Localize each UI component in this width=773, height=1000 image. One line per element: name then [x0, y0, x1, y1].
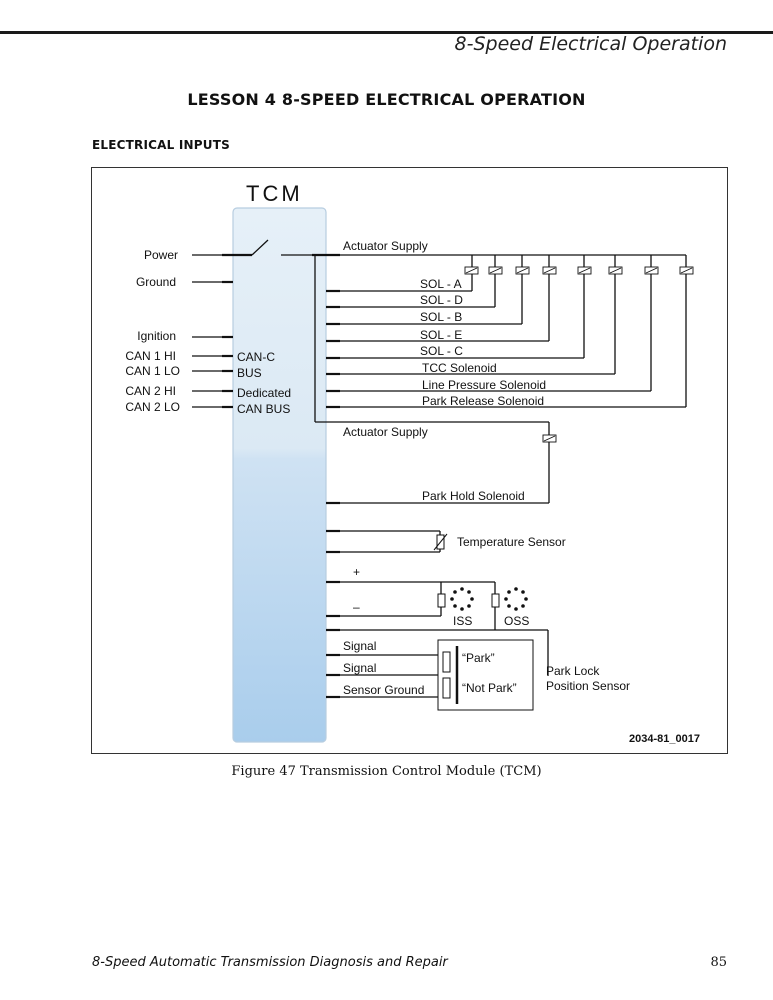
can1-lo-label: CAN 1 LO: [125, 364, 180, 378]
sol-e-label: SOL - E: [420, 328, 462, 342]
solenoid-b-icon: [515, 266, 530, 275]
solenoid-e-icon: [542, 266, 557, 275]
tcm-module-body: [232, 207, 327, 743]
park-lock-sensor-box: [437, 639, 534, 711]
temperature-sensor-label: Temperature Sensor: [457, 535, 566, 549]
can1-hi-label: CAN 1 HI: [125, 349, 176, 363]
solenoid-a-icon: [464, 266, 479, 275]
oss-pickup-icon: [504, 587, 528, 611]
lesson-title: LESSON 4 8-SPEED ELECTRICAL OPERATION: [187, 90, 586, 109]
signal-label-1: Signal: [343, 639, 376, 653]
ignition-label: Ignition: [137, 329, 176, 343]
sensor-ground-label: Sensor Ground: [343, 683, 424, 697]
tcc-solenoid-icon: [608, 266, 623, 275]
figure-frame: [91, 167, 728, 754]
plus-label: +: [353, 565, 360, 579]
signal-label-2: Signal: [343, 661, 376, 675]
canc-bus-label-line1: CAN-C: [237, 350, 275, 364]
actuator-supply-label-1: Actuator Supply: [343, 239, 428, 253]
iss-pickup-icon: [450, 587, 474, 611]
park-position-label: “Park”: [462, 651, 495, 665]
minus-label: –: [353, 600, 360, 614]
ground-label: Ground: [136, 275, 176, 289]
can2-hi-label: CAN 2 HI: [125, 384, 176, 398]
thermistor-icon: [433, 533, 448, 551]
oss-resistor-icon: [491, 593, 500, 608]
dedicated-bus-label-line1: Dedicated: [237, 386, 291, 400]
park-lock-sensor-label-line1: Park Lock: [546, 664, 600, 678]
sol-a-label: SOL - A: [420, 277, 462, 291]
iss-label: ISS: [453, 614, 472, 628]
tcc-solenoid-label: TCC Solenoid: [422, 361, 497, 375]
park-release-solenoid-label: Park Release Solenoid: [422, 394, 544, 408]
sol-b-label: SOL - B: [420, 310, 462, 324]
not-park-position-label: “Not Park”: [462, 681, 517, 695]
power-label: Power: [144, 248, 178, 262]
park-hold-solenoid-icon: [542, 434, 557, 443]
solenoid-c-icon: [577, 266, 592, 275]
actuator-supply-label-2: Actuator Supply: [343, 425, 428, 439]
section-title: ELECTRICAL INPUTS: [92, 138, 230, 152]
dedicated-bus-label-line2: CAN BUS: [237, 402, 290, 416]
header-rule: [0, 31, 773, 34]
park-hold-solenoid-label: Park Hold Solenoid: [422, 489, 525, 503]
running-header: 8-Speed Electrical Operation: [454, 33, 727, 55]
figure-id: 2034-81_0017: [629, 733, 700, 745]
canc-bus-label-line2: BUS: [237, 366, 262, 380]
park-lock-sensor-label-line2: Position Sensor: [546, 679, 630, 693]
oss-label: OSS: [504, 614, 529, 628]
sol-c-label: SOL - C: [420, 344, 463, 358]
figure-caption: Figure 47 Transmission Control Module (T…: [231, 764, 542, 779]
iss-resistor-icon: [437, 593, 446, 608]
page-number: 85: [710, 955, 727, 970]
tcm-label: TCM: [246, 181, 303, 206]
line-pressure-solenoid-label: Line Pressure Solenoid: [422, 378, 546, 392]
line-pressure-solenoid-icon: [644, 266, 659, 275]
footer-book-title: 8-Speed Automatic Transmission Diagnosis…: [92, 955, 448, 970]
park-release-solenoid-icon: [679, 266, 694, 275]
can2-lo-label: CAN 2 LO: [125, 400, 180, 414]
solenoid-d-icon: [488, 266, 503, 275]
sol-d-label: SOL - D: [420, 293, 463, 307]
